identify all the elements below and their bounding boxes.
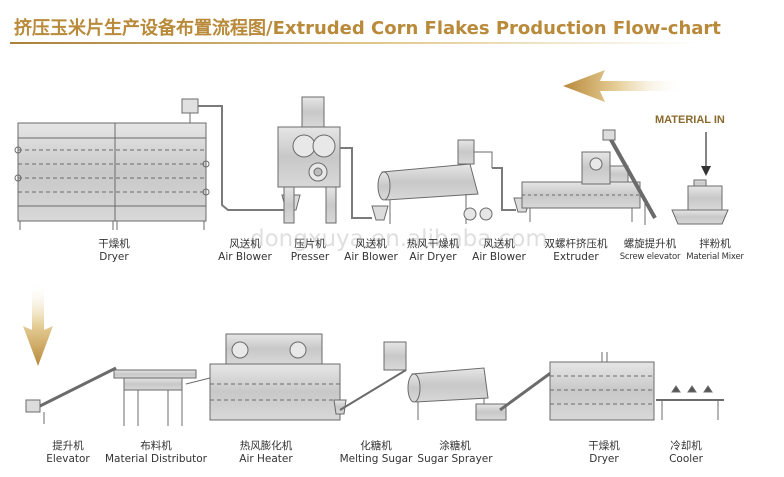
label-air-blower-3: 风送机 Air Blower bbox=[472, 238, 526, 263]
label-extruder: 双螺杆挤压机 Extruder bbox=[544, 238, 608, 263]
label-material-mixer: 拌粉机 Material Mixer bbox=[686, 238, 744, 262]
flow-arrow-down-icon bbox=[23, 283, 53, 366]
air-blower-duct-1 bbox=[198, 105, 285, 211]
watermark-text: dongxuya.en.alibaba.com bbox=[250, 226, 548, 252]
material-in-arrow-icon bbox=[701, 132, 711, 176]
air-blower-duct-3 bbox=[492, 167, 516, 211]
label-melting-sugar: 化糖机 Melting Sugar bbox=[339, 440, 413, 465]
material-distributor-icon bbox=[113, 369, 197, 426]
label-presser: 压片机 Presser bbox=[290, 238, 330, 263]
cooler-machine-icon bbox=[656, 385, 724, 420]
page-title: 挤压玉米片生产设备布置流程图/Extruded Corn Flakes Prod… bbox=[14, 18, 721, 39]
label-cooler: 冷却机 Cooler bbox=[669, 440, 703, 465]
conveyor-to-dryer bbox=[499, 370, 553, 412]
air-blower-duct-2 bbox=[340, 147, 372, 219]
label-material-distributor: 布料机 Material Distributor bbox=[105, 440, 207, 465]
air-blower-2-icon bbox=[371, 205, 389, 221]
label-air-blower-2: 风送机 Air Blower bbox=[344, 238, 398, 263]
elevator-machine-icon bbox=[25, 366, 117, 424]
label-air-heater: 热风膨化机 Air Heater bbox=[239, 440, 293, 465]
label-dryer: 干燥机 Dryer bbox=[98, 238, 130, 263]
screw-elevator-icon bbox=[602, 129, 657, 225]
melting-sugar-machine-icon bbox=[333, 341, 407, 415]
dryer-machine-icon bbox=[14, 98, 210, 230]
material-in-label: MATERIAL IN bbox=[655, 114, 725, 126]
extruder-machine-icon bbox=[521, 151, 641, 222]
label-sugar-sprayer: 涂糖机 Sugar Sprayer bbox=[417, 440, 493, 465]
label-elevator: 提升机 Elevator bbox=[46, 440, 90, 465]
sugar-sprayer-drum-icon bbox=[407, 367, 507, 421]
flow-arrow-left-icon bbox=[563, 70, 684, 102]
air-dryer-drum-icon bbox=[377, 139, 493, 224]
label-air-dryer: 热风干燥机 Air Dryer bbox=[406, 238, 460, 263]
presser-machine-icon bbox=[277, 96, 341, 224]
label-dryer-2: 干燥机 Dryer bbox=[588, 440, 620, 465]
label-screw-elevator: 螺旋提升机 Screw elevator bbox=[619, 238, 681, 262]
label-air-blower-1: 风送机 Air Blower bbox=[218, 238, 272, 263]
dryer-2-machine-icon bbox=[549, 352, 655, 421]
air-heater-machine-icon bbox=[185, 333, 341, 421]
material-mixer-icon bbox=[671, 179, 729, 225]
title-underline bbox=[10, 42, 700, 44]
